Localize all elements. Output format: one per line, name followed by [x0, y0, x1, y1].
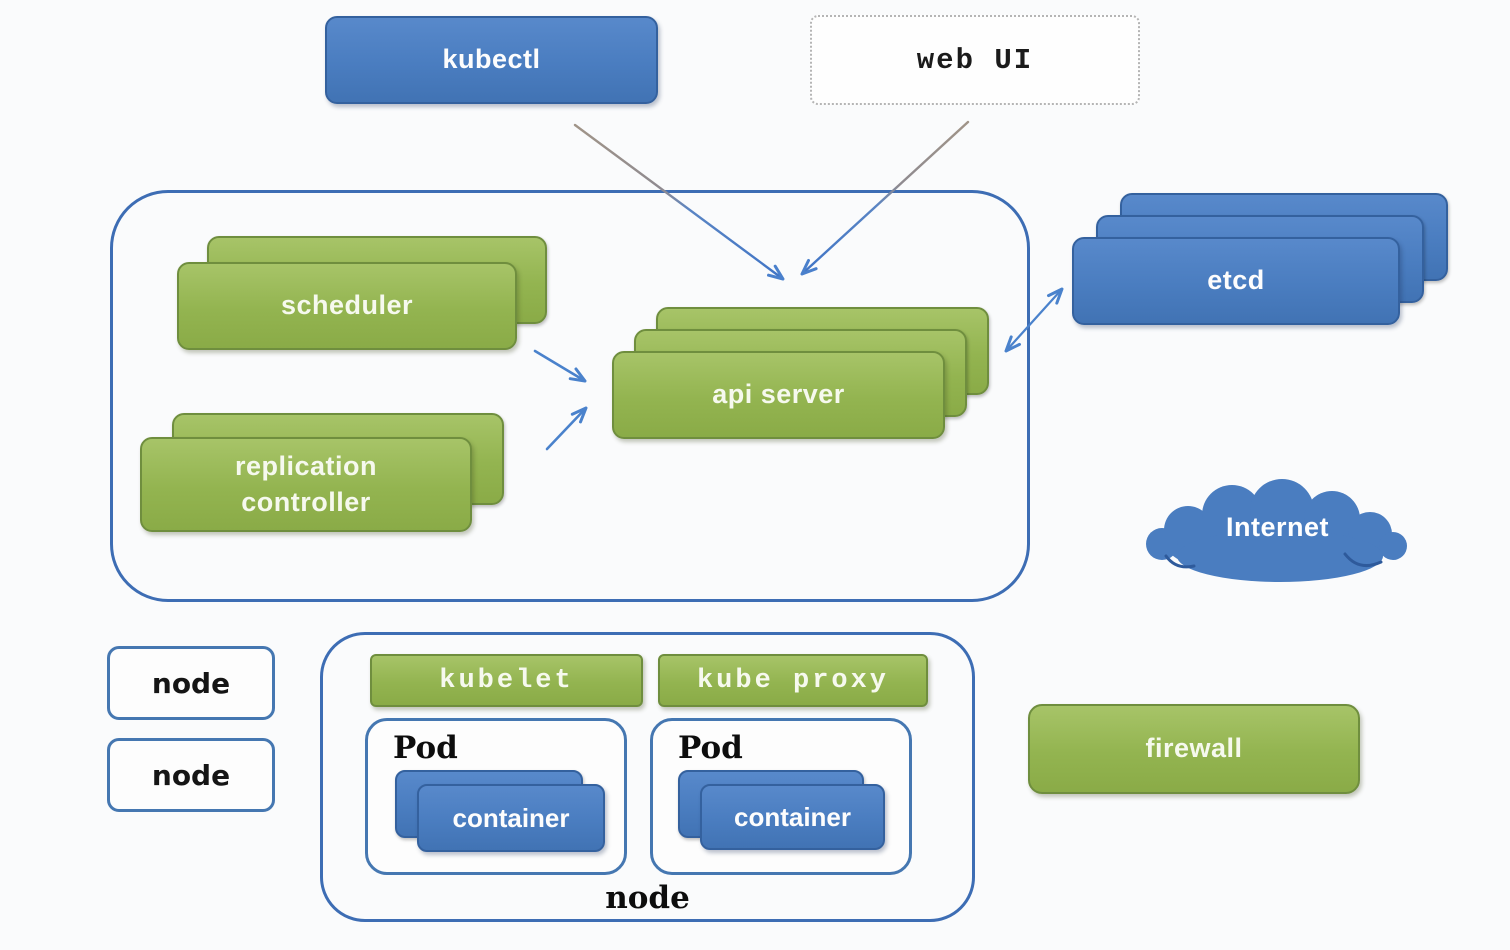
kubectl-box: kubectl: [325, 16, 658, 104]
api-server-label: api server: [712, 379, 845, 410]
replication-controller-label: replication controller: [234, 451, 378, 517]
container-box-1: container: [417, 784, 605, 852]
web-ui-label: web UI: [916, 43, 1034, 77]
scheduler-label: scheduler: [280, 290, 414, 321]
arrowhead: [1047, 287, 1064, 305]
pod-label: Pod: [678, 730, 743, 766]
pod-label: Pod: [393, 730, 458, 766]
worker-node-boundary: [320, 632, 975, 922]
container-box-2: container: [700, 784, 885, 850]
firewall-label: firewall: [1145, 733, 1243, 764]
kubelet-box: kubelet: [370, 654, 643, 707]
web-ui-box: web UI: [810, 15, 1140, 105]
container-label: container: [452, 802, 570, 833]
node-box-2: node: [107, 738, 275, 812]
replication-controller-box: replication controller: [140, 437, 472, 532]
worker-node-label: node: [605, 880, 690, 916]
internet-label: Internet: [1225, 512, 1329, 542]
api-server-box: api server: [612, 351, 945, 439]
container-label: container: [733, 801, 852, 832]
firewall-box: firewall: [1028, 704, 1360, 794]
internet-cloud: Internet: [1140, 478, 1415, 598]
node-label: node: [151, 666, 231, 700]
kube-proxy-box: kube proxy: [658, 654, 928, 707]
etcd-label: etcd: [1207, 265, 1265, 296]
node-label: node: [151, 758, 231, 792]
scheduler-box: scheduler: [177, 262, 517, 350]
master-boundary: [110, 190, 1030, 602]
kubelet-label: kubelet: [439, 665, 574, 696]
cloud-shape: [1146, 479, 1407, 582]
kubectl-label: kubectl: [442, 44, 541, 75]
etcd-box: etcd: [1072, 237, 1400, 325]
node-box-1: node: [107, 646, 275, 720]
kube-proxy-label: kube proxy: [696, 665, 890, 696]
